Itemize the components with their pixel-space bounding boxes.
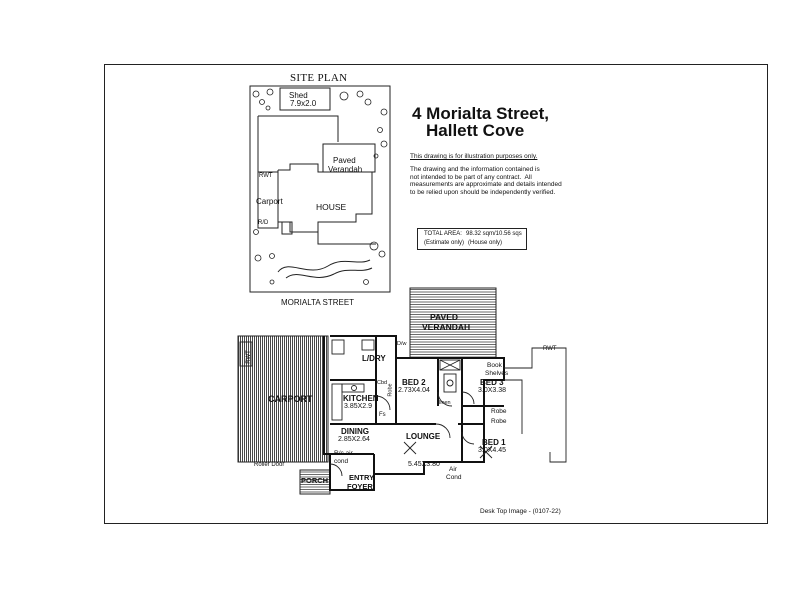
total-area-value: 98.32 sqm/10.56 sqs bbox=[466, 231, 522, 237]
house-outline bbox=[277, 163, 373, 233]
fp-book-shelves-label-1: Book bbox=[487, 362, 502, 369]
fp-book-shelves-label-2: Shelves bbox=[485, 370, 509, 377]
fp-entry-label-2: FOYER bbox=[347, 482, 373, 491]
fp-roller-door-label: Roller Door bbox=[254, 462, 285, 468]
fp-robe3-label: Robe bbox=[491, 418, 507, 425]
site-carport-label: Carport bbox=[256, 197, 283, 206]
total-area-label: TOTAL AREA: bbox=[424, 231, 462, 237]
disclaimer-text: The drawing and the information containe… bbox=[410, 166, 562, 196]
fp-lounge-label: LOUNGE bbox=[406, 432, 441, 441]
fp-cbd-label: Cbd bbox=[377, 380, 388, 386]
fp-ldry-label: L/DRY bbox=[362, 354, 386, 363]
address-line-1: 4 Morialta Street, bbox=[412, 104, 549, 123]
site-rd-label: R/D bbox=[258, 220, 269, 226]
fp-dining-label: DINING bbox=[341, 427, 369, 436]
fp-verandah-label-1: PAVED bbox=[430, 312, 459, 322]
site-rwt-label: RWT bbox=[259, 173, 273, 179]
fp-ric-air-label-2: cond bbox=[334, 458, 349, 465]
illustration-note: This drawing is for illustration purpose… bbox=[410, 153, 538, 160]
site-street-label: MORIALTA STREET bbox=[281, 298, 355, 307]
address-line-2: Hallett Cove bbox=[426, 121, 525, 140]
fp-carport-label: CARPORT bbox=[268, 394, 313, 404]
total-area-box: TOTAL AREA: 98.32 sqm/10.56 sqs (Estimat… bbox=[417, 228, 527, 250]
fp-robe2-label: Robe bbox=[491, 408, 507, 415]
garden-path bbox=[277, 259, 371, 273]
fp-bed1-size: 3.0X4.45 bbox=[478, 447, 507, 454]
floor-plan-drawing bbox=[237, 287, 567, 495]
shed-label: Shed bbox=[289, 91, 308, 100]
fp-porch-label: PORCH bbox=[301, 476, 329, 485]
fp-dining-size: 2.85X2.64 bbox=[338, 436, 370, 443]
site-house-label: HOUSE bbox=[316, 202, 347, 212]
site-plan-drawing bbox=[249, 85, 391, 293]
fp-air-cond-label-1: Air bbox=[449, 466, 457, 473]
fp-air-cond-label-2: Cond bbox=[446, 474, 462, 481]
fp-entry-label-1: ENTRY bbox=[349, 473, 375, 482]
fp-bed3-size: 3.0X3.38 bbox=[478, 387, 507, 394]
fp-bed1-label: BED 1 bbox=[482, 438, 506, 447]
fp-kitchen-size: 3.85X2.9 bbox=[344, 403, 373, 410]
site-verandah-label-2: Verandah bbox=[328, 165, 363, 174]
verandah-area bbox=[409, 287, 497, 359]
fp-bed2-size: 2.73X4.04 bbox=[398, 387, 430, 394]
fp-ric-air-label-1: R/c air bbox=[334, 450, 353, 457]
fp-rwt-right-label: RWT bbox=[543, 346, 557, 352]
shed-outline bbox=[279, 87, 331, 111]
total-area-house-only: (House only) bbox=[468, 240, 503, 246]
fp-kitchen-label: KITCHEN bbox=[343, 394, 379, 403]
site-plan-title: SITE PLAN bbox=[290, 72, 348, 84]
house-outer-walls bbox=[323, 335, 505, 491]
fp-rwt-left-label: RWT bbox=[245, 350, 252, 364]
image-credit: Desk Top Image - (0107-22) bbox=[480, 508, 561, 515]
site-boundary bbox=[249, 85, 391, 293]
fp-fs-label: Fs bbox=[379, 412, 386, 418]
site-verandah-label-1: Paved bbox=[333, 156, 356, 165]
fp-verandah-label-2: VERANDAH bbox=[422, 322, 471, 332]
fp-robe-label: Robe bbox=[387, 383, 394, 397]
drawing-sheet-frame bbox=[104, 64, 768, 524]
fp-bed2-label: BED 2 bbox=[402, 378, 426, 387]
fp-dw-label: D/w bbox=[397, 341, 407, 347]
total-area-estimate: (Estimate only) bbox=[424, 240, 465, 246]
fp-linen-label: linen bbox=[439, 400, 451, 406]
fp-lounge-size: 5.45X3.80 bbox=[408, 461, 440, 468]
shed-size-label: 7.9x2.0 bbox=[290, 99, 317, 108]
carport-area bbox=[237, 335, 329, 463]
carport-outline bbox=[257, 171, 279, 229]
fp-bed3-label: BED 3 bbox=[480, 378, 504, 387]
